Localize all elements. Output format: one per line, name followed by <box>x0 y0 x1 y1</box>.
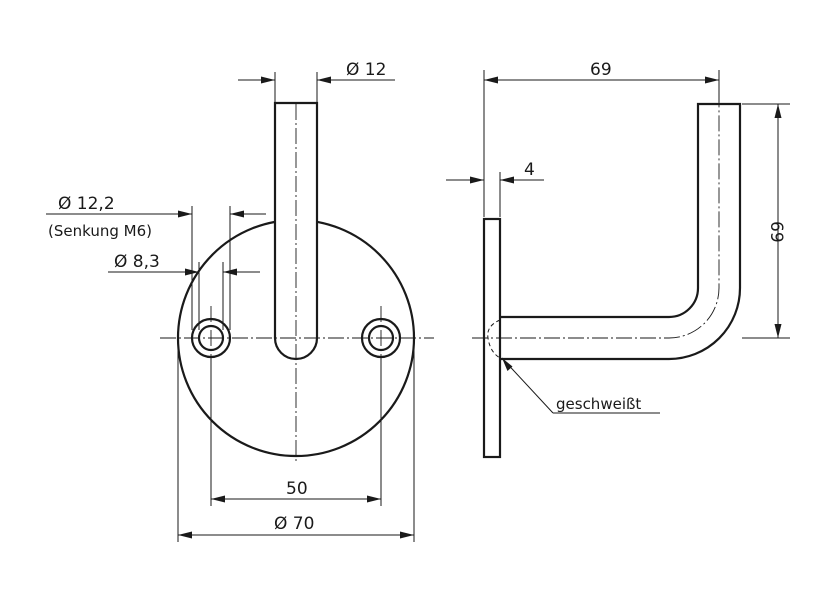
plate-thickness-dimension: 4 <box>446 160 544 217</box>
plate-diameter-label: Ø 70 <box>274 514 314 534</box>
vertical-height-label: 69 <box>766 221 786 243</box>
counterbore-diameter-label: Ø 12,2 <box>58 194 115 214</box>
hole-spacing-label: 50 <box>286 479 308 499</box>
counterbore-dimension: Ø 12,2 (Senkung M6) <box>46 194 266 330</box>
plate-thickness-label: 4 <box>524 160 535 180</box>
horizontal-reach-dimension: 69 <box>483 60 720 217</box>
plate-diameter-dimension: Ø 70 <box>177 340 415 542</box>
counterbore-note-label: (Senkung M6) <box>48 222 152 240</box>
front-view: Ø 12 Ø 12,2 (Senkung M6) Ø 8,3 <box>46 60 434 542</box>
side-view: 69 4 69 geschweißt <box>446 60 790 459</box>
hole-spacing-dimension: 50 <box>210 358 382 506</box>
rod-diameter-dimension: Ø 12 <box>238 60 395 102</box>
bent-rod <box>487 102 742 361</box>
rod-diameter-label: Ø 12 <box>346 60 386 80</box>
weld-leader: geschweißt <box>501 357 660 414</box>
rod-centerline <box>472 100 720 339</box>
horizontal-reach-label: 69 <box>590 60 612 80</box>
vertical-height-dimension: 69 <box>742 103 790 339</box>
weld-note-label: geschweißt <box>556 395 641 413</box>
hole-diameter-dimension: Ø 8,3 <box>108 252 260 330</box>
hole-diameter-label: Ø 8,3 <box>114 252 160 272</box>
